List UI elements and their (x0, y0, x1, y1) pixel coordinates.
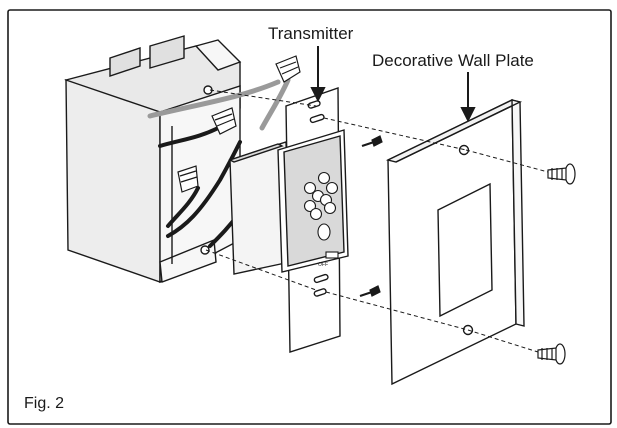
screw-icon (537, 343, 566, 365)
screw-icon (361, 135, 383, 148)
power-button-icon (317, 223, 331, 241)
keypad-button-icon (303, 199, 317, 213)
decorative-wall-plate (385, 98, 525, 386)
keypad-button-icon (303, 181, 317, 195)
wire-nut-icon (275, 55, 301, 83)
transmitter-label: Transmitter (268, 24, 354, 43)
keypad-button-icon (309, 207, 323, 221)
screw-icon (359, 285, 381, 298)
keypad (303, 171, 339, 259)
figure-frame (7, 9, 612, 425)
keypad-button-icon (323, 201, 337, 215)
screw-icon (547, 163, 576, 185)
wall-plate-label: Decorative Wall Plate (372, 51, 534, 70)
figure-caption: Fig. 2 (24, 395, 65, 412)
alignment-lines (205, 89, 549, 353)
wire-nut-icon (211, 107, 237, 135)
keypad-button-icon (317, 171, 331, 185)
wire-nut-icon (177, 165, 199, 193)
off-switch (325, 251, 339, 259)
transmitter-arrow (310, 46, 326, 103)
keypad-button-icon (325, 181, 339, 195)
off-switch-label: OFF (318, 262, 328, 268)
electrical-box (64, 35, 242, 284)
wall-plate-arrow (460, 72, 476, 123)
